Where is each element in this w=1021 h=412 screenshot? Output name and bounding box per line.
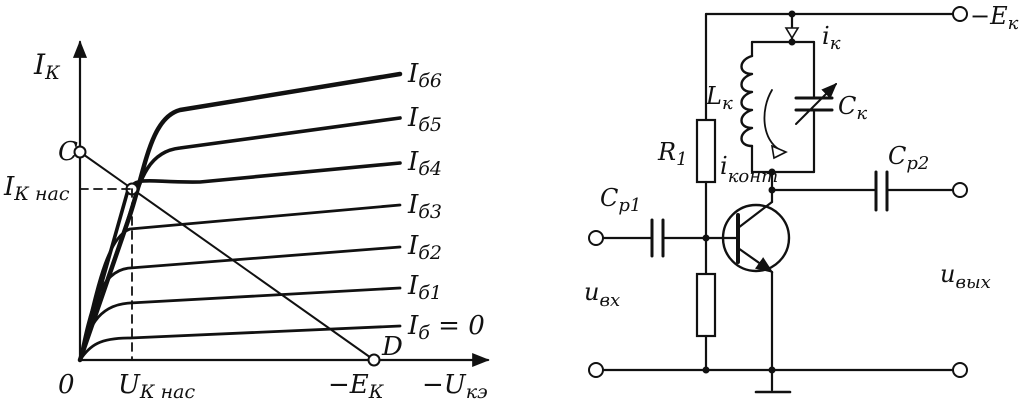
minus-ek-axis-label: −EК bbox=[328, 370, 385, 403]
load-line bbox=[79, 151, 375, 361]
u-in-label: uвх bbox=[584, 278, 620, 311]
ground-terminal-left bbox=[588, 362, 604, 378]
r1-label: R1 bbox=[657, 138, 688, 170]
ik-label: iк bbox=[822, 22, 841, 54]
i-k-nas-label: IК нас bbox=[3, 172, 70, 205]
supply-label: −Eк bbox=[970, 2, 1019, 34]
ck-variable-arrow bbox=[795, 82, 838, 125]
amplifier-circuit: −Eк iк Lк Cк R1 iконт Cр1 Cр2 uвх uвых bbox=[584, 2, 1019, 394]
curve-label-ib6: Iб6 bbox=[407, 59, 442, 92]
output-characteristics-graph: IК −Uкэ 0 C D IК нас UК нас −EК Iб6 Iб5 … bbox=[3, 40, 490, 403]
point-c-marker bbox=[73, 145, 87, 159]
axis-y-label: IК bbox=[33, 48, 61, 84]
supply-terminal bbox=[952, 6, 968, 22]
point-c-label: C bbox=[58, 137, 78, 167]
origin-label: 0 bbox=[58, 370, 75, 400]
i-kont-arrow-head-icon bbox=[770, 144, 788, 160]
ground-terminal-right bbox=[952, 362, 968, 378]
ik-current-arrow-icon bbox=[784, 27, 800, 40]
curve-label-ib4: Iб4 bbox=[407, 147, 442, 180]
ck-label: Cк bbox=[838, 92, 867, 124]
input-terminal bbox=[588, 230, 604, 246]
resistor-r1 bbox=[695, 118, 717, 184]
point-d-marker bbox=[367, 353, 381, 367]
axis-x-label: −Uкэ bbox=[422, 370, 488, 403]
inductor-lk bbox=[740, 54, 754, 148]
i-kont-label: iконт bbox=[720, 152, 778, 187]
u-k-nas-label: UК нас bbox=[118, 370, 196, 403]
curve-ib1 bbox=[78, 286, 402, 362]
curve-ib2 bbox=[78, 245, 402, 362]
curve-label-ib2: Iб2 bbox=[407, 231, 442, 264]
i-kont-loop-arrow bbox=[763, 89, 781, 151]
curve-label-ib1: Iб1 bbox=[407, 271, 442, 304]
cp1-label: Cр1 bbox=[600, 184, 641, 216]
transistor-emitter-lead bbox=[736, 246, 774, 274]
output-terminal bbox=[952, 182, 968, 198]
lk-label: Lк bbox=[705, 82, 733, 114]
transistor-collector-lead bbox=[736, 200, 774, 230]
resistor-r2 bbox=[695, 272, 717, 338]
cp2-label: Cр2 bbox=[888, 142, 929, 174]
curve-label-ib3: Iб3 bbox=[407, 190, 442, 223]
curve-label-ib0: Iб = 0 bbox=[407, 311, 485, 344]
u-out-label: uвых bbox=[940, 260, 991, 293]
curve-label-ib5: Iб5 bbox=[407, 103, 442, 136]
point-d-label: D bbox=[381, 332, 403, 362]
curve-ib0 bbox=[78, 324, 402, 362]
curve-ib5 bbox=[78, 116, 402, 362]
